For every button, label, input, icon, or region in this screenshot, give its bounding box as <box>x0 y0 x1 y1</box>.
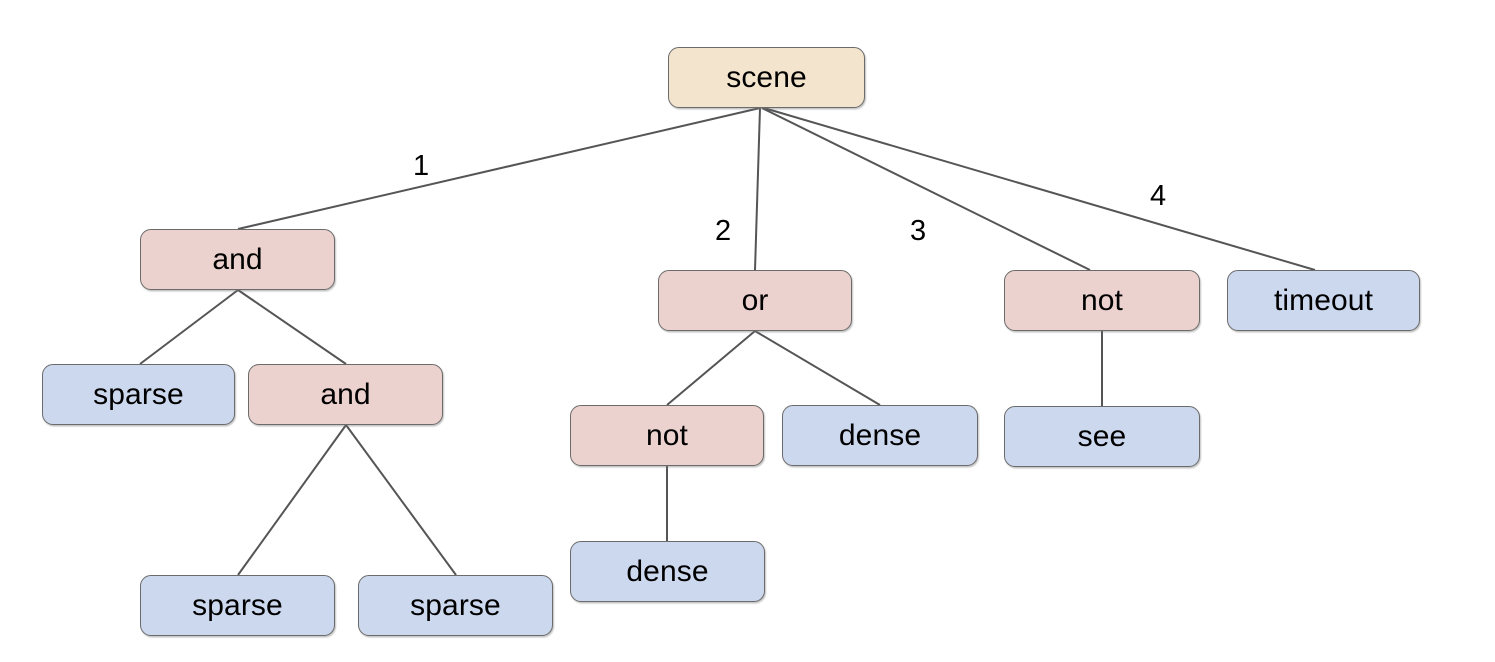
tree-node-see[interactable]: see <box>1004 406 1200 467</box>
tree-node-label: dense <box>626 554 709 588</box>
tree-node-label: scene <box>726 60 807 94</box>
tree-node-or1[interactable]: or <box>658 270 852 331</box>
tree-node-label: sparse <box>410 588 501 622</box>
tree-node-timeout[interactable]: timeout <box>1227 270 1420 331</box>
tree-edge <box>754 107 761 271</box>
tree-edge <box>139 289 239 365</box>
tree-edge <box>763 107 1316 271</box>
edge-label-2: 2 <box>715 215 732 247</box>
tree-node-dense1[interactable]: dense <box>782 405 978 466</box>
tree-node-not1[interactable]: not <box>1004 270 1200 331</box>
tree-edge <box>754 330 881 406</box>
edge-label-4: 4 <box>1150 180 1167 212</box>
tree-edge <box>237 424 347 576</box>
tree-node-label: see <box>1077 419 1127 453</box>
tree-node-label: sparse <box>192 588 283 622</box>
tree-node-label: not <box>645 418 688 452</box>
tree-edge <box>345 424 457 576</box>
tree-node-dense2[interactable]: dense <box>570 541 765 602</box>
tree-edge <box>237 107 761 230</box>
tree-node-and1[interactable]: and <box>140 229 335 290</box>
tree-node-label: and <box>212 242 263 276</box>
edge-label-1: 1 <box>413 150 430 182</box>
tree-node-not2[interactable]: not <box>570 405 764 466</box>
edge-label-3: 3 <box>910 215 927 247</box>
tree-node-label: or <box>741 283 769 317</box>
tree-node-label: and <box>320 377 371 411</box>
tree-node-and2[interactable]: and <box>248 364 443 425</box>
tree-node-label: timeout <box>1273 283 1374 317</box>
tree-node-label: not <box>1080 283 1123 317</box>
tree-node-sparse3[interactable]: sparse <box>358 575 553 636</box>
tree-node-scene[interactable]: scene <box>668 47 865 108</box>
tree-node-sparse1[interactable]: sparse <box>42 364 235 425</box>
tree-edge <box>237 289 347 365</box>
tree-node-label: dense <box>838 418 922 452</box>
tree-node-sparse2[interactable]: sparse <box>140 575 335 636</box>
tree-node-label: sparse <box>93 377 184 411</box>
tree-edge <box>666 330 756 406</box>
